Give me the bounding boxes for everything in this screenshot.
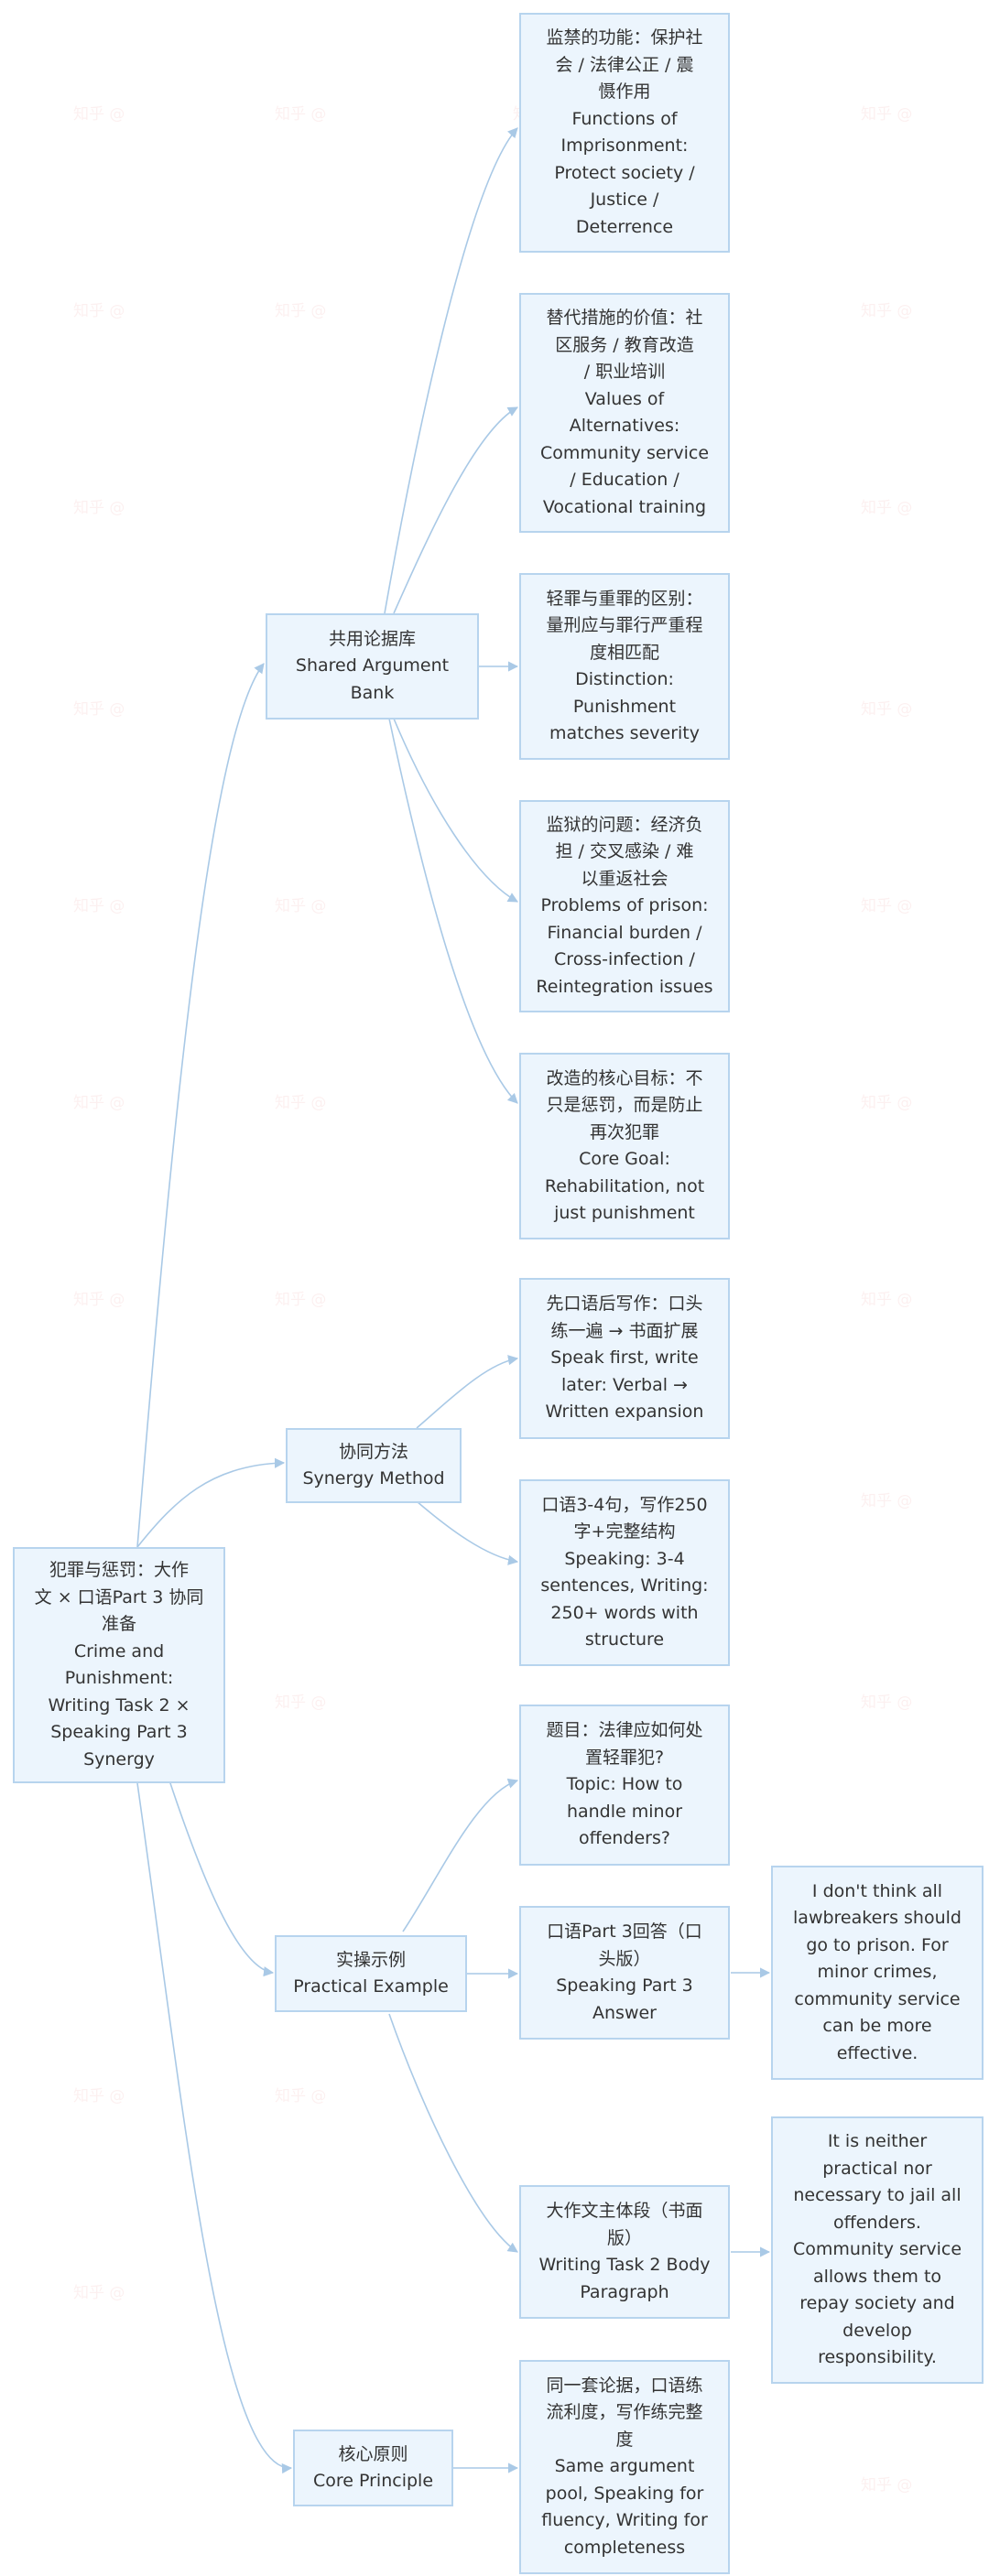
node-functions-of-imprisonment: 监禁的功能：保护社 会 / 法律公正 / 震 慑作用 Functions of …: [519, 13, 730, 253]
node-m1-label: 先口语后写作：口头 练一遍 → 书面扩展 Speak first, write …: [545, 1293, 704, 1423]
node-core-principle: 核心原则 Core Principle: [293, 2430, 453, 2506]
node-distinction-severity: 轻罪与重罪的区别： 量刑应与罪行严重程 度相匹配 Distinction: Pu…: [519, 573, 730, 760]
node-values-of-alternatives: 替代措施的价值：社 区服务 / 教育改造 / 职业培训 Values of Al…: [519, 293, 730, 533]
root-node-crime-and-punishment: 犯罪与惩罚：大作 文 × 口语Part 3 协同 准备 Crime and Pu…: [13, 1547, 225, 1783]
edge-root-shared: [136, 663, 265, 1548]
node-shared-argument-bank: 共用论据库 Shared Argument Bank: [266, 613, 479, 720]
node-synergy-method: 协同方法 Synergy Method: [286, 1428, 462, 1503]
edge-shared-s2: [393, 406, 518, 614]
node-p2-label: 口语Part 3回答（口 头版） Speaking Part 3 Answer: [547, 1921, 702, 2023]
node-writing-task2-body: 大作文主体段（书面 版） Writing Task 2 Body Paragra…: [519, 2185, 730, 2319]
node-s2-label: 替代措施的价值：社 区服务 / 教育改造 / 职业培训 Values of Al…: [539, 308, 710, 517]
node-speaking-part3-answer: 口语Part 3回答（口 头版） Speaking Part 3 Answer: [519, 1906, 730, 2040]
node-core-goal-rehabilitation: 改造的核心目标：不 只是惩罚，而是防止 再次犯罪 Core Goal: Reha…: [519, 1053, 730, 1239]
node-speaking-writing-length: 口语3-4句，写作250 字+完整结构 Speaking: 3-4 senten…: [519, 1479, 730, 1666]
edge-shared-s4: [393, 718, 518, 903]
edge-root-practical: [168, 1780, 275, 1977]
node-practical-label: 实操示例 Practical Example: [293, 1949, 449, 1997]
node-p1-label: 题目：法律应如何处 置轻罪犯? Topic: How to handle min…: [546, 1720, 703, 1849]
node-shared-label: 共用论据库 Shared Argument Bank: [295, 628, 450, 703]
edge-root-core: [136, 1782, 293, 2474]
node-problems-of-prison: 监狱的问题：经济负 担 / 交叉感染 / 难 以重返社会 Problems of…: [519, 800, 730, 1012]
node-same-argument-pool: 同一套论据，口语练 流利度，写作练完整 度 Same argument pool…: [519, 2360, 730, 2574]
root-node-label: 犯罪与惩罚：大作 文 × 口语Part 3 协同 准备 Crime and Pu…: [34, 1560, 204, 1770]
node-s3-label: 轻罪与重罪的区别： 量刑应与罪行严重程 度相匹配 Distinction: Pu…: [546, 588, 703, 744]
node-p3-label: 大作文主体段（书面 版） Writing Task 2 Body Paragra…: [538, 2201, 711, 2302]
node-p2a-label: I don't think all lawbreakers should go …: [793, 1880, 962, 2063]
node-m2-label: 口语3-4句，写作250 字+完整结构 Speaking: 3-4 senten…: [540, 1494, 709, 1651]
edge-practical-p1: [402, 1778, 519, 1932]
node-practical-example: 实操示例 Practical Example: [275, 1935, 467, 2012]
node-topic-minor-offenders: 题目：法律应如何处 置轻罪犯? Topic: How to handle min…: [519, 1705, 730, 1866]
node-writing-paragraph-text: It is neither practical nor necessary to…: [771, 2116, 984, 2384]
edge-practical-p3: [388, 2013, 518, 2253]
node-p3a-label: It is neither practical nor necessary to…: [792, 2131, 962, 2368]
node-speak-first-write-later: 先口语后写作：口头 练一遍 → 书面扩展 Speak first, write …: [519, 1278, 730, 1439]
node-s4-label: 监狱的问题：经济负 担 / 交叉感染 / 难 以重返社会 Problems of…: [536, 814, 713, 997]
edge-shared-s5: [388, 718, 518, 1104]
node-core-label: 核心原则 Core Principle: [312, 2443, 434, 2492]
edge-synergy-m1: [416, 1355, 519, 1429]
edge-root-synergy: [136, 1457, 286, 1548]
node-s5-label: 改造的核心目标：不 只是惩罚，而是防止 再次犯罪 Core Goal: Reha…: [544, 1067, 705, 1224]
node-speaking-answer-text: I don't think all lawbreakers should go …: [771, 1866, 984, 2080]
node-c1-label: 同一套论据，口语练 流利度，写作练完整 度 Same argument pool…: [541, 2375, 708, 2558]
node-s1-label: 监禁的功能：保护社 会 / 法律公正 / 震 慑作用 Functions of …: [546, 27, 703, 237]
edge-synergy-m2: [416, 1500, 519, 1565]
edge-shared-s1: [384, 127, 518, 614]
node-synergy-label: 协同方法 Synergy Method: [302, 1441, 445, 1489]
